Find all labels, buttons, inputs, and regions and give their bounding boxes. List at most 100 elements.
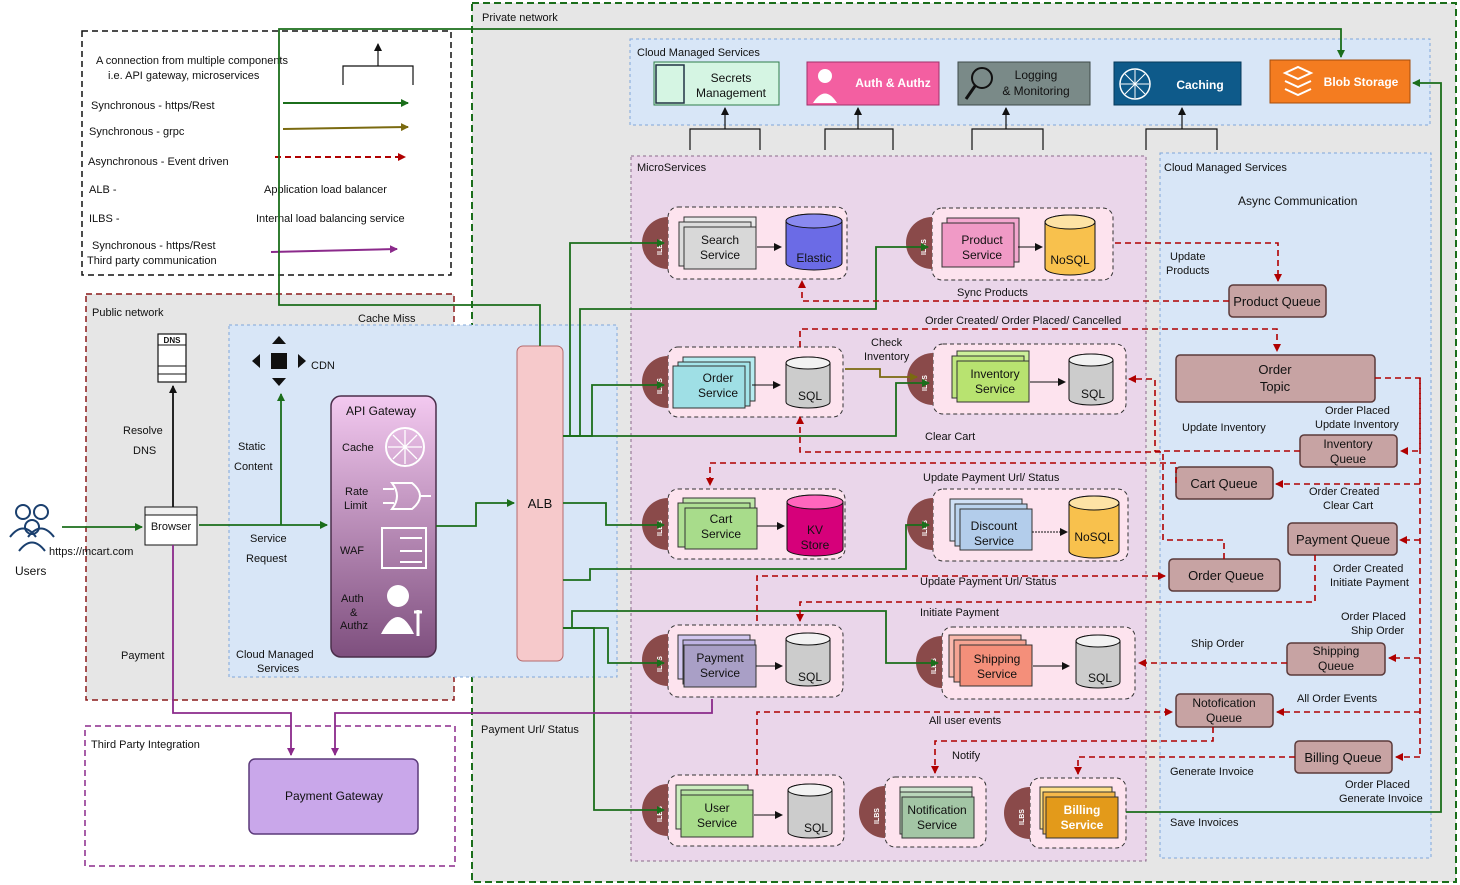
users-node[interactable]: Users <box>9 504 55 578</box>
inventory-service-card[interactable]: ILBS Inventory Service SQL <box>907 343 1127 415</box>
svg-text:NoSQL: NoSQL <box>1050 253 1090 267</box>
svg-text:Sync Products: Sync Products <box>957 287 1028 299</box>
order-queue[interactable]: Order Queue <box>1168 558 1281 592</box>
svg-text:Update Inventory: Update Inventory <box>1315 419 1399 431</box>
flow-labels: Update Products Sync Products Order Crea… <box>481 251 1423 829</box>
blob-storage-node[interactable]: Blob Storage <box>1269 59 1411 104</box>
svg-text:Rate: Rate <box>345 486 368 498</box>
cdn-node[interactable]: CDN <box>252 336 335 386</box>
auth-authz-node[interactable]: Auth & Authz <box>806 61 940 106</box>
auth-user-icon <box>818 69 832 83</box>
inventory-queue[interactable]: Inventory Queue <box>1299 434 1398 468</box>
svg-text:Payment Queue: Payment Queue <box>1296 532 1390 547</box>
svg-text:Synchronous - https/Rest: Synchronous - https/Rest <box>91 100 215 112</box>
svg-text:ALB -: ALB - <box>89 184 117 196</box>
svg-text:&: & <box>350 607 358 619</box>
notification-service-box <box>901 796 975 839</box>
secrets-management-node[interactable]: Secrets Management <box>653 61 780 106</box>
notification-service-card[interactable]: ILBS Notification Service <box>859 776 987 848</box>
search-service-card[interactable]: ILBS Search Service Elastic <box>642 206 848 280</box>
svg-text:Cart: Cart <box>710 512 733 526</box>
svg-text:Update: Update <box>1170 251 1205 263</box>
svg-text:API Gateway: API Gateway <box>346 404 416 418</box>
svg-text:Save Invoices: Save Invoices <box>1170 817 1239 829</box>
browser-node[interactable]: Browser <box>144 506 198 546</box>
waf-icon <box>381 527 427 569</box>
svg-text:Order Created: Order Created <box>1333 563 1403 575</box>
svg-text:Service: Service <box>917 818 957 832</box>
cart-queue[interactable]: Cart Queue <box>1175 466 1274 500</box>
alb-node[interactable]: ALB <box>516 345 564 662</box>
svg-text:Browser: Browser <box>151 521 192 533</box>
legend-multi-connector <box>342 43 414 85</box>
logging-monitoring-node[interactable]: Logging & Monitoring <box>957 61 1091 106</box>
svg-text:Inventory: Inventory <box>1323 437 1372 451</box>
svg-text:DNS: DNS <box>164 336 182 345</box>
svg-text:Auth & Authz: Auth & Authz <box>855 76 931 90</box>
legend-grpc-arrow <box>282 123 409 132</box>
dns-node[interactable]: DNS <box>157 333 187 383</box>
svg-text:Service: Service <box>700 666 740 680</box>
cart-service-card[interactable]: ILBS Cart Service KV Store <box>642 488 846 560</box>
shipping-service-card[interactable]: ILBS Shipping Service SQL <box>916 626 1136 700</box>
shipping-service-box <box>959 644 1033 687</box>
svg-text:ILBS: ILBS <box>657 520 664 536</box>
svg-text:Services: Services <box>257 663 300 675</box>
payment-queue[interactable]: Payment Queue <box>1287 522 1398 556</box>
svg-text:ILBS: ILBS <box>1019 809 1026 825</box>
svg-text:i.e. API gateway, microservice: i.e. API gateway, microservices <box>108 70 260 82</box>
resolve-dns-label-2: DNS <box>133 445 156 457</box>
svg-text:Service: Service <box>962 248 1002 262</box>
payment-gateway-node[interactable]: Payment Gateway <box>248 758 419 835</box>
svg-text:Service: Service <box>977 667 1017 681</box>
order-topic[interactable]: Order Topic <box>1175 354 1376 403</box>
order-service-box <box>672 365 746 409</box>
payment-service-card[interactable]: ILBS Payment Service SQL <box>642 624 844 698</box>
svg-text:Clear Cart: Clear Cart <box>1323 500 1373 512</box>
billing-queue[interactable]: Billing Queue <box>1294 740 1393 774</box>
svg-text:MicroServices: MicroServices <box>637 162 707 174</box>
svg-text:Payment: Payment <box>696 651 744 665</box>
caching-node[interactable]: Caching <box>1113 61 1242 106</box>
svg-text:& Monitoring: & Monitoring <box>1002 84 1069 98</box>
svg-text:Async Communication: Async Communication <box>1238 194 1357 208</box>
svg-text:Cache: Cache <box>342 442 374 454</box>
payment-label: Payment <box>121 650 164 662</box>
svg-text:Third Party Integration: Third Party Integration <box>91 739 200 751</box>
product-queue[interactable]: Product Queue <box>1228 284 1327 318</box>
svg-text:Initiate Payment: Initiate Payment <box>1330 577 1409 589</box>
svg-text:Inventory: Inventory <box>970 367 1019 381</box>
grpc-check-inventory <box>845 368 918 381</box>
shipping-queue[interactable]: Shipping Queue <box>1286 642 1386 676</box>
api-gateway-node[interactable]: API Gateway Cache Rate Limit WAF Auth & … <box>330 395 437 658</box>
billing-service-box <box>1045 796 1119 839</box>
async-connections <box>706 242 1421 775</box>
user-service-card[interactable]: ILBS User Service SQL <box>642 774 845 847</box>
svg-text:All user events: All user events <box>929 715 1002 727</box>
svg-text:SQL: SQL <box>1088 671 1112 685</box>
svg-text:Application load balancer: Application load balancer <box>264 184 387 196</box>
order-service-card[interactable]: ILBS Order Service SQL <box>642 346 844 418</box>
svg-text:Order Created/ Order Placed/ C: Order Created/ Order Placed/ Cancelled <box>925 315 1121 327</box>
svg-text:Search: Search <box>701 233 739 247</box>
svg-text:NoSQL: NoSQL <box>1074 530 1114 544</box>
legend-third-party-arrow <box>270 245 398 254</box>
svg-text:Elastic: Elastic <box>796 251 831 265</box>
svg-text:Inventory: Inventory <box>864 351 910 363</box>
svg-text:Authz: Authz <box>340 620 368 632</box>
svg-text:Cloud Managed Services: Cloud Managed Services <box>637 47 760 59</box>
product-service-card[interactable]: ILBS Product Service NoSQL <box>906 207 1114 281</box>
svg-text:Discount: Discount <box>971 519 1018 533</box>
svg-text:Order Created: Order Created <box>1309 486 1379 498</box>
svg-text:SQL: SQL <box>798 389 822 403</box>
svg-text:Order: Order <box>703 371 734 385</box>
svg-text:Update Payment Url/ Status: Update Payment Url/ Status <box>923 472 1060 484</box>
notification-queue[interactable]: Notofication Queue <box>1175 693 1274 728</box>
billing-service-card[interactable]: ILBS Billing Service <box>1004 777 1127 849</box>
cart-service-box <box>684 507 758 550</box>
svg-text:Auth: Auth <box>341 593 364 605</box>
discount-service-card[interactable]: ILBS Discount Service NoSQL <box>907 488 1129 562</box>
search-service-box <box>683 226 757 270</box>
cache-miss-label: Cache Miss <box>358 313 416 325</box>
